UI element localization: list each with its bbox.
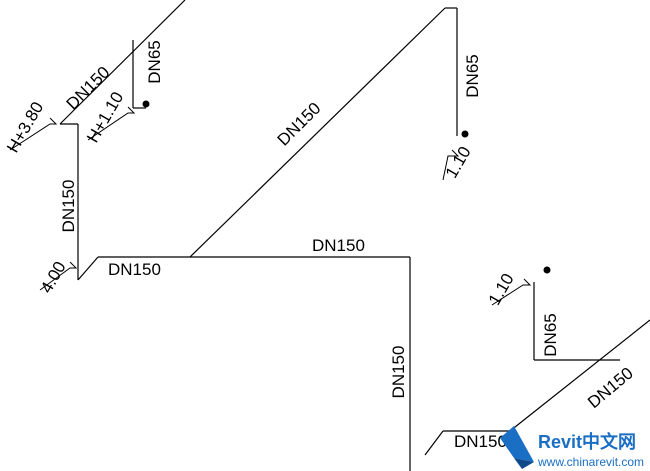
elevation-marks (9, 106, 532, 306)
pipe-bottom-left-diagonal (424, 430, 444, 456)
pipe-bottom-right-diagonal (509, 319, 650, 432)
label-dn150-center-vertical: DN150 (389, 346, 408, 399)
label-dn150-horizontal-left: DN150 (108, 260, 161, 279)
label-dn65-top-right: DN65 (463, 54, 482, 97)
watermark-brand: Revit中文网 (538, 431, 636, 452)
endpoint-dot-top-right (461, 130, 469, 138)
label-h380: H+3.80 (3, 99, 47, 156)
watermark: Revit中文网 www.chinarevit.com (500, 426, 644, 469)
label-dn150-long-diagonal: DN150 (274, 99, 325, 150)
pipe-left-bottom-diagonal (77, 256, 99, 281)
label-dn65-top-left: DN65 (145, 40, 164, 83)
endpoint-dot-top-left (142, 100, 150, 108)
endpoint-markers (142, 100, 551, 274)
label-dn150-bottom: DN150 (454, 432, 507, 451)
label-110-right: 1.10 (485, 270, 518, 308)
pipe-lines (59, 0, 650, 471)
elev-mark-110-right (491, 278, 532, 306)
elev-mark-h110 (87, 106, 136, 141)
label-400: 4.00 (37, 258, 70, 296)
label-dn150-left-vertical: DN150 (59, 180, 78, 233)
label-dn65-right: DN65 (541, 313, 560, 356)
elev-mark-110-top (442, 149, 460, 181)
pipe-labels: DN150 DN65 H+3.80 H+1.10 DN150 4.00 DN15… (3, 40, 637, 451)
label-dn150-horizontal-right: DN150 (312, 236, 365, 255)
watermark-logo-accent-icon (514, 458, 534, 469)
elev-mark-h380 (9, 117, 58, 151)
pipe-long-diagonal (189, 7, 446, 258)
watermark-logo-icon (500, 426, 534, 462)
watermark-url: www.chinarevit.com (537, 455, 644, 469)
elev-mark-400 (39, 261, 78, 291)
pipe-top-left-diagonal (59, 0, 186, 125)
endpoint-dot-right (543, 266, 551, 274)
label-110-top: 1.10 (442, 143, 475, 181)
label-dn150-bottom-right-diagonal: DN150 (584, 364, 637, 413)
